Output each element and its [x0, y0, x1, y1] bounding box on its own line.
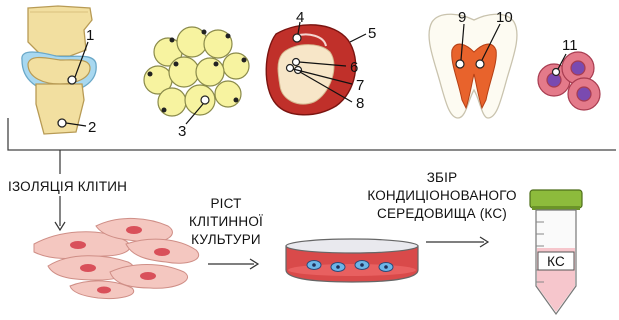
- step-growth-line-2: КЛІТИННОЇ: [189, 214, 263, 229]
- callout-2: 2: [88, 119, 96, 136]
- callout-9: 9: [458, 9, 466, 26]
- step-isolation-label: ІЗОЛЯЦІЯ КЛІТИН: [8, 179, 127, 194]
- callout-10: 10: [496, 9, 513, 26]
- adipose-cells-illustration: [144, 27, 249, 124]
- step-collection-line-3: СЕРЕДОВИЩА (КС): [377, 206, 507, 221]
- blood-cells-illustration: [538, 52, 600, 110]
- step-growth-line-1: РІСТ: [210, 196, 241, 211]
- step-collection-line-2: КОНДИЦІОНОВАНОГО: [367, 188, 516, 203]
- fibroblast-cells-illustration: [34, 218, 199, 298]
- callout-4: 4: [296, 9, 304, 26]
- callout-5: 5: [368, 25, 376, 42]
- callout-8: 8: [356, 95, 364, 112]
- knee-joint-illustration: [22, 6, 96, 134]
- callout-7: 7: [356, 77, 364, 94]
- callout-3: 3: [178, 123, 186, 140]
- tooth-illustration: [429, 14, 517, 118]
- conical-tube-illustration: [530, 190, 582, 314]
- petri-dish-illustration: [286, 239, 418, 282]
- step-growth-line-3: КУЛЬТУРИ: [191, 232, 261, 247]
- callout-1: 1: [86, 27, 94, 44]
- callout-11: 11: [562, 37, 578, 54]
- step-collection-line-1: ЗБІР: [427, 170, 458, 185]
- callout-6: 6: [350, 59, 358, 76]
- tube-label: КС: [547, 254, 565, 269]
- sources-bracket: [8, 118, 616, 150]
